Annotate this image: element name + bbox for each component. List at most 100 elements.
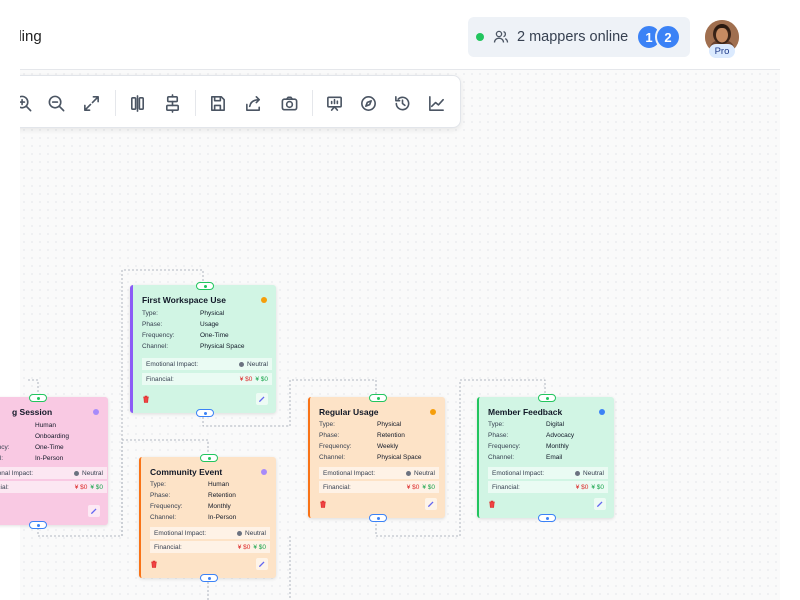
delete-icon[interactable] <box>319 500 327 508</box>
financial-row: Financial:¥ $0¥ $0 <box>488 481 608 493</box>
align-horizontal-button[interactable] <box>161 92 183 114</box>
analytics-button[interactable] <box>425 92 447 114</box>
share-icon <box>245 95 260 111</box>
card-attribute: Type:Human <box>150 481 229 488</box>
connection-handle-top[interactable] <box>538 394 556 402</box>
journey-card[interactable]: g Session Type:Human Phase:Onboarding Fr… <box>0 394 108 529</box>
emotional-impact-row: Emotional Impact:Neutral <box>150 527 270 539</box>
pencil-icon <box>259 561 265 567</box>
status-dot-icon <box>261 297 267 303</box>
card-title: g Session <box>12 407 53 417</box>
pencil-icon <box>428 501 434 507</box>
connection-handle-bottom[interactable] <box>196 409 214 417</box>
card-attribute: Frequency:One-Time <box>0 444 64 451</box>
edit-button[interactable] <box>425 498 437 510</box>
online-status[interactable]: 2 mappers online 1 2 <box>468 17 690 57</box>
compass-icon <box>360 95 376 111</box>
connection-handle-top[interactable] <box>29 394 47 402</box>
card-attribute: Phase:Retention <box>319 432 405 439</box>
financial-row: Financial:¥ $0¥ $0 <box>319 481 439 493</box>
online-count-text: 2 mappers online <box>517 29 629 45</box>
mapper-badge[interactable]: 2 <box>655 24 681 50</box>
financial-row: Financial:¥ $0¥ $0 <box>142 373 272 385</box>
status-dot-icon <box>93 409 99 415</box>
status-dot-icon <box>430 409 436 415</box>
presentation-icon <box>326 96 342 111</box>
users-icon <box>493 30 509 43</box>
card-attribute: Frequency:Weekly <box>319 443 399 450</box>
card-attribute: Phase:Retention <box>150 492 236 499</box>
canvas-toolbar <box>10 75 461 128</box>
card-attribute: Type:Physical <box>319 421 402 428</box>
emotional-impact-row: Emotional Impact:Neutral <box>319 467 439 479</box>
delete-icon[interactable] <box>142 395 150 403</box>
card-attribute: Phase:Onboarding <box>35 433 69 440</box>
status-dot-icon <box>261 469 267 475</box>
history-button[interactable] <box>391 92 413 114</box>
card-attribute: Channel:Physical Space <box>319 454 422 461</box>
card-title: Regular Usage <box>319 407 379 417</box>
toolbar-divider <box>195 90 196 116</box>
connection-handle-top[interactable] <box>196 282 214 290</box>
connection-handle-top[interactable] <box>200 454 218 462</box>
card-title: First Workspace Use <box>142 295 226 305</box>
connection-handle-top[interactable] <box>369 394 387 402</box>
journey-card[interactable]: Member Feedback Type:Digital Phase:Advoc… <box>477 394 614 522</box>
pencil-icon <box>259 396 265 402</box>
journey-card[interactable]: First Workspace Use Type:Physical Phase:… <box>130 282 276 417</box>
delete-icon[interactable] <box>488 500 496 508</box>
pencil-icon <box>91 508 97 514</box>
connection-handle-bottom[interactable] <box>200 574 218 582</box>
edit-button[interactable] <box>594 498 606 510</box>
card-title: Community Event <box>150 467 223 477</box>
neutral-icon <box>239 361 245 367</box>
history-icon <box>394 95 409 110</box>
emotional-impact-row: Emotional Impact:Neutral <box>0 467 107 479</box>
zoom-out-button[interactable] <box>45 92 67 114</box>
line-chart-icon <box>428 95 444 111</box>
emotional-impact-row: Emotional Impact:Neutral <box>142 358 272 370</box>
card-attribute: Channel:Email <box>488 454 563 461</box>
edit-button[interactable] <box>256 558 268 570</box>
toolbar-divider <box>115 90 116 116</box>
status-dot-icon <box>599 409 605 415</box>
save-button[interactable] <box>206 92 228 114</box>
card-attribute: Type:Digital <box>488 421 565 428</box>
fit-view-button[interactable] <box>80 92 102 114</box>
edit-button[interactable] <box>256 393 268 405</box>
card-attribute: Type:Human <box>35 422 56 429</box>
card-attribute: Channel:Physical Space <box>142 343 245 350</box>
emotional-impact-row: Emotional Impact:Neutral <box>488 467 608 479</box>
delete-icon[interactable] <box>150 560 158 568</box>
align-vertical-icon <box>130 94 144 112</box>
align-vertical-button[interactable] <box>126 92 148 114</box>
screenshot-button[interactable] <box>278 92 300 114</box>
align-horizontal-icon <box>165 93 179 113</box>
save-icon <box>210 95 225 111</box>
card-attribute: Type:Physical <box>142 310 225 317</box>
card-attribute: Phase:Advocacy <box>488 432 575 439</box>
card-attribute: Frequency:One-Time <box>142 332 229 339</box>
connection-handle-bottom[interactable] <box>538 514 556 522</box>
card-attribute: Channel:In-Person <box>0 455 64 462</box>
pro-badge: Pro <box>709 44 735 58</box>
journey-card[interactable]: Community Event Type:Human Phase:Retenti… <box>139 454 276 582</box>
explore-button[interactable] <box>357 92 379 114</box>
toolbar-divider <box>312 90 313 116</box>
financial-row: Financial:¥ $0¥ $0 <box>0 481 107 493</box>
header-divider <box>20 69 780 70</box>
edit-button[interactable] <box>88 505 100 517</box>
neutral-icon <box>74 470 80 476</box>
card-attribute: Phase:Usage <box>142 321 219 328</box>
journey-card[interactable]: Regular Usage Type:Physical Phase:Retent… <box>308 394 445 522</box>
card-title: Member Feedback <box>488 407 563 417</box>
connection-handle-bottom[interactable] <box>369 514 387 522</box>
card-attribute: Channel:In-Person <box>150 514 237 521</box>
financial-row: Financial:¥ $0¥ $0 <box>150 541 270 553</box>
neutral-icon <box>237 530 243 536</box>
share-button[interactable] <box>242 92 264 114</box>
connection-handle-bottom[interactable] <box>29 521 47 529</box>
card-attribute: Frequency:Monthly <box>150 503 231 510</box>
presentation-button[interactable] <box>323 92 345 114</box>
zoom-out-icon <box>48 95 64 111</box>
